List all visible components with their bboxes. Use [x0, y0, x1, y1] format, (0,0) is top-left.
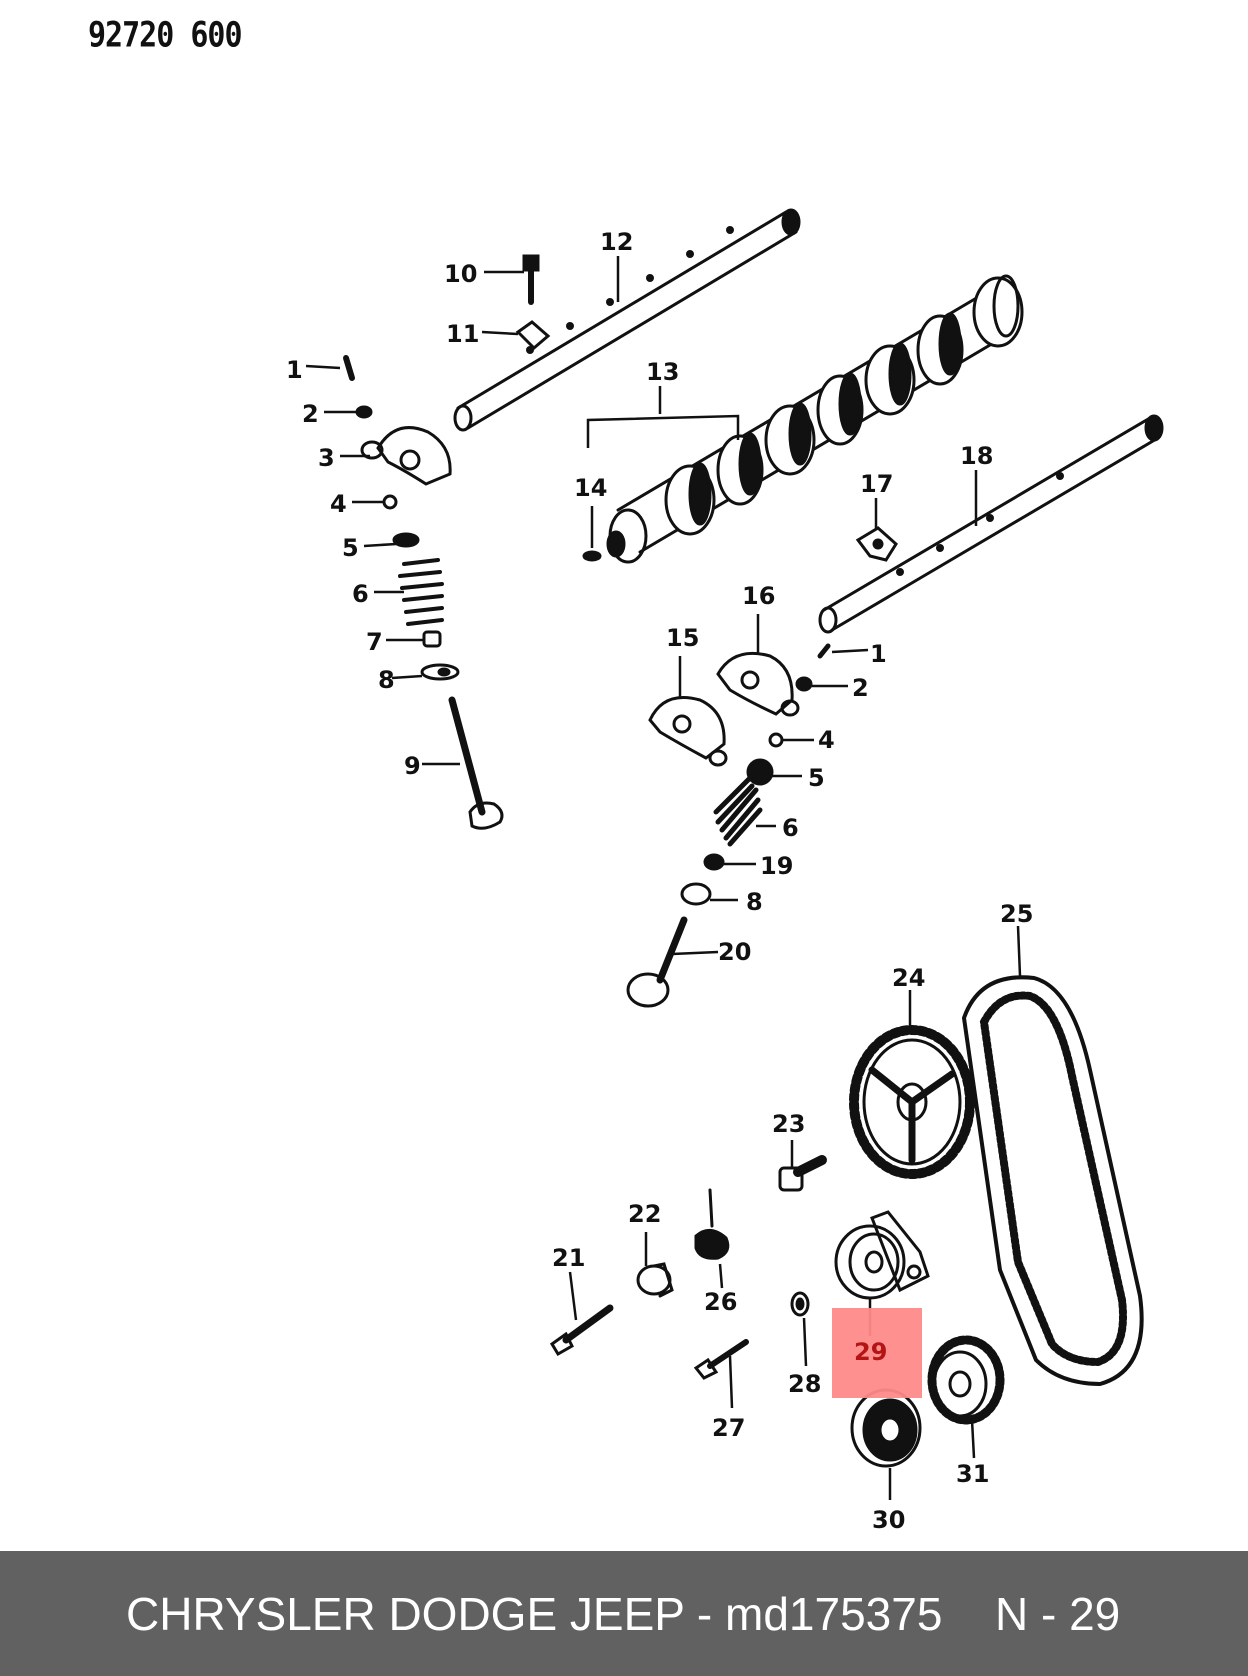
diagram-reference-number: 92720 600	[88, 15, 243, 56]
rocker-shaft-left	[453, 208, 801, 432]
plate-11	[515, 320, 551, 351]
valve-20	[626, 916, 688, 1008]
callout-28: 28	[788, 1370, 821, 1398]
seal-7	[422, 630, 442, 648]
washer-2-right	[795, 676, 813, 692]
callout-21: 21	[552, 1244, 585, 1272]
callout-10: 10	[444, 260, 477, 288]
seat-8-left	[420, 663, 460, 681]
bolt-27	[693, 1339, 749, 1380]
callout-13: 13	[646, 358, 679, 386]
rocker-arm-16	[716, 651, 800, 717]
callout-31: 31	[956, 1460, 989, 1488]
callout-7: 7	[366, 628, 383, 656]
clip-17	[855, 526, 898, 562]
seat-8-right	[680, 882, 712, 906]
callout-5-right: 5	[808, 764, 825, 792]
bolt-23	[778, 1155, 827, 1192]
callout-29: 29	[854, 1338, 887, 1366]
callout-2-right: 2	[852, 674, 869, 702]
callout-4-right: 4	[818, 726, 835, 754]
callout-1-right: 1	[870, 640, 887, 668]
callout-18: 18	[960, 442, 993, 470]
callout-20: 20	[718, 938, 751, 966]
camshaft	[606, 274, 1024, 564]
spring-6-right	[713, 775, 763, 847]
camshaft-sprocket-24	[849, 1025, 975, 1179]
exploded-parts-diagram: 1 2 3 4 5 6 7 8 9 10 11 12 13 14 15 16 1…	[286, 208, 1164, 1534]
callout-12: 12	[600, 228, 633, 256]
callout-30: 30	[872, 1506, 905, 1534]
footer-title: CHRYSLER DODGE JEEP - md175375	[126, 1588, 943, 1640]
callout-2: 2	[302, 400, 319, 428]
cotter-4-left	[382, 494, 398, 510]
callout-3: 3	[318, 444, 335, 472]
washer-28	[790, 1291, 810, 1317]
callout-16: 16	[742, 582, 775, 610]
spacer-22	[636, 1262, 674, 1298]
footer-bar: CHRYSLER DODGE JEEP - md175375 N - 29	[0, 1551, 1248, 1676]
callout-27: 27	[712, 1414, 745, 1442]
callout-14: 14	[574, 474, 607, 502]
highlight-box-29	[832, 1308, 922, 1398]
callout-9: 9	[404, 752, 421, 780]
callout-4: 4	[330, 490, 347, 518]
rocker-arm-3	[360, 426, 452, 486]
tensioner-29	[834, 1210, 930, 1300]
callout-11: 11	[446, 320, 479, 348]
washer-2-left	[355, 405, 373, 419]
crankshaft-sprocket-31	[927, 1335, 1005, 1425]
callout-8-right: 8	[746, 888, 763, 916]
callout-19: 19	[760, 852, 793, 880]
seal-19	[703, 853, 725, 871]
flange-30	[850, 1388, 922, 1468]
callout-5: 5	[342, 534, 359, 562]
callout-22: 22	[628, 1200, 661, 1228]
valve-9	[448, 696, 504, 830]
callout-6: 6	[352, 580, 369, 608]
pin-1-right	[817, 643, 831, 659]
footer-page-number: N - 29	[995, 1588, 1121, 1640]
callout-26: 26	[704, 1288, 737, 1316]
timing-belt-25	[961, 975, 1144, 1387]
callout-23: 23	[772, 1110, 805, 1138]
rocker-arm-15	[648, 696, 728, 767]
bolt-21	[550, 1304, 614, 1357]
callout-15: 15	[666, 624, 699, 652]
spring-26	[694, 1188, 730, 1260]
pin-14	[582, 550, 602, 562]
callout-24: 24	[892, 964, 925, 992]
pin-1-left	[343, 355, 355, 381]
callout-6-right: 6	[782, 814, 799, 842]
callout-8: 8	[378, 666, 395, 694]
spring-6-left	[398, 558, 444, 626]
callout-25: 25	[1000, 900, 1033, 928]
cotter-4-right	[768, 732, 784, 748]
callout-1: 1	[286, 356, 303, 384]
callout-labels: 1 2 3 4 5 6 7 8 9 10 11 12 13 14 15 16 1…	[286, 228, 1033, 1534]
retainer-5-right	[746, 758, 774, 786]
leader-lines	[305, 256, 1022, 1500]
callout-17: 17	[860, 470, 893, 498]
bolt-10	[522, 254, 540, 305]
retainer-5-left	[392, 532, 420, 548]
rocker-shaft-right	[818, 414, 1164, 634]
